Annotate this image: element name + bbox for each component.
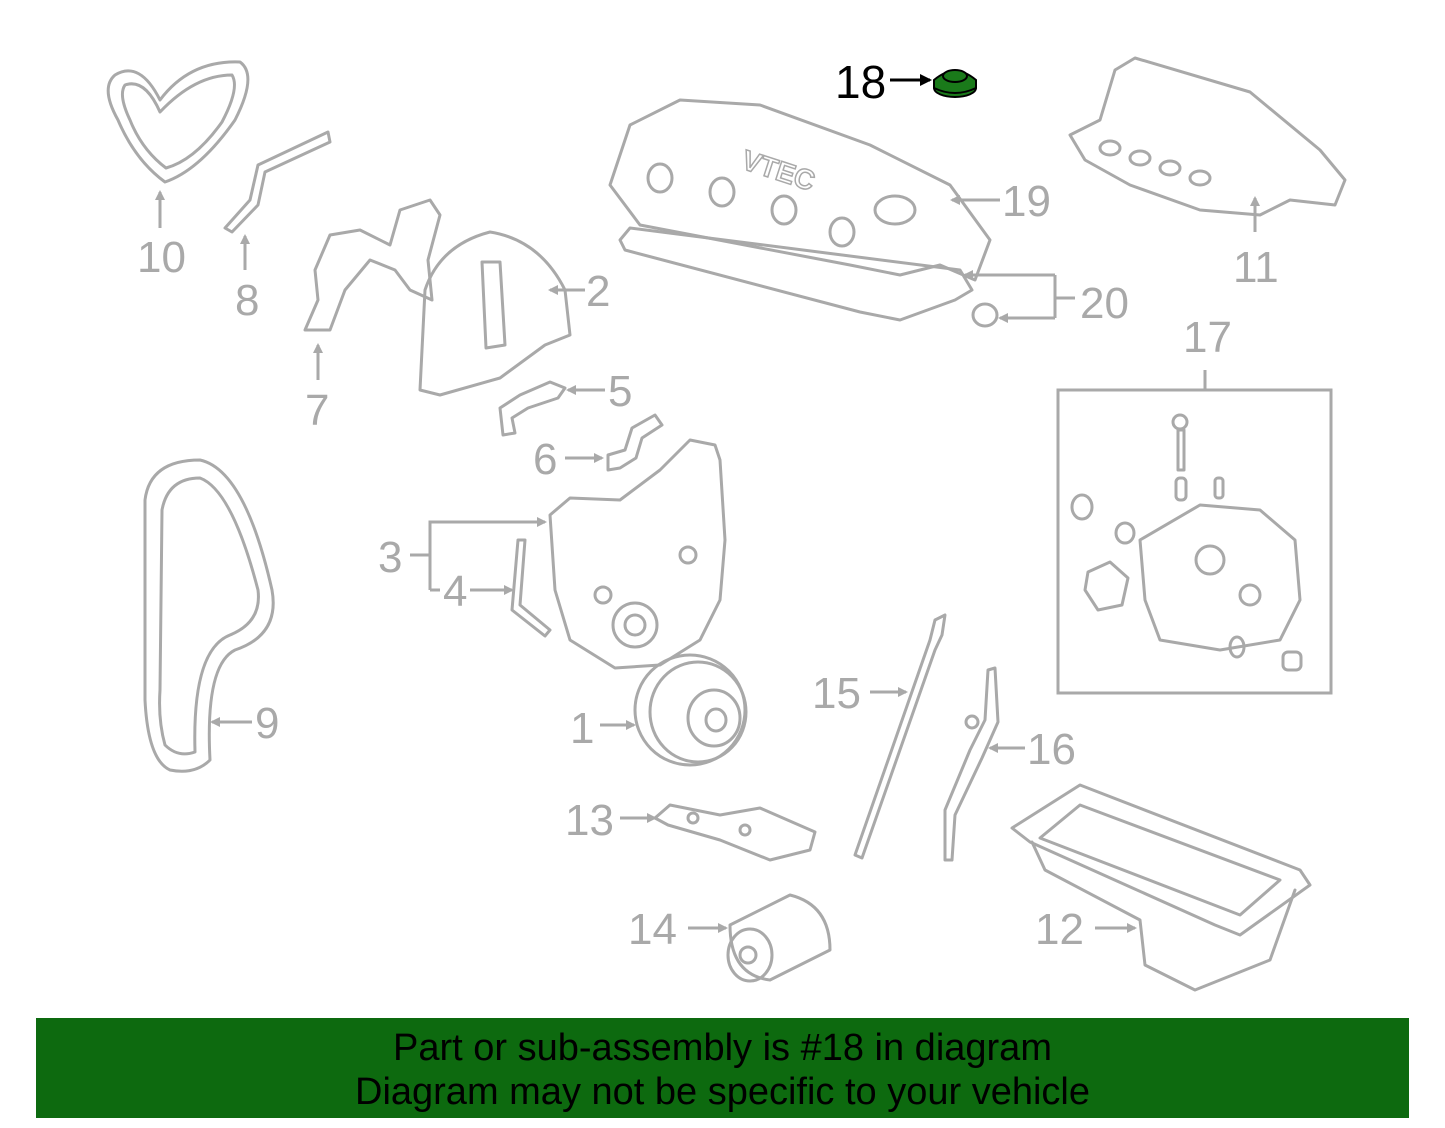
callout-15: 15: [812, 669, 861, 718]
part-7-back-cover[interactable]: [303, 198, 442, 332]
part-19-valve-cover[interactable]: VTEC: [608, 98, 992, 282]
callout-6: 6: [533, 435, 557, 484]
banner-line-1: Part or sub-assembly is #18 in diagram: [393, 1027, 1052, 1069]
part-17-oil-pump[interactable]: [1070, 413, 1303, 672]
part-13-bracket[interactable]: [653, 803, 817, 862]
callout-3: 3: [378, 533, 402, 582]
leader-3: [428, 517, 547, 590]
part-4-seal[interactable]: [510, 538, 552, 638]
callout-12: 12: [1035, 905, 1084, 954]
part-16-dipstick-tube[interactable]: [943, 666, 1000, 862]
part-9-belt[interactable]: [143, 458, 275, 773]
callout-2: 2: [586, 267, 610, 316]
part-3-lower-cover[interactable]: [548, 438, 727, 670]
callout-1: 1: [570, 704, 594, 753]
info-banner: Part or sub-assembly is #18 in diagram D…: [36, 1018, 1409, 1118]
callout-9: 9: [255, 699, 279, 748]
callout-14: 14: [628, 905, 677, 954]
callout-20: 20: [1080, 279, 1129, 328]
callout-18: 18: [835, 56, 886, 108]
part-5-seal[interactable]: [498, 380, 567, 437]
callout-13: 13: [565, 796, 614, 845]
part-14-oil-filter[interactable]: [726, 893, 832, 983]
part-10-belt[interactable]: [106, 60, 250, 184]
callout-4: 4: [443, 567, 467, 616]
part-1-pulley[interactable]: [633, 653, 748, 767]
valve-cover-logo: VTEC: [738, 144, 819, 197]
callout-8: 8: [235, 276, 259, 325]
callout-16: 16: [1027, 725, 1076, 774]
part-20-gasket[interactable]: [618, 226, 999, 328]
part-15-dipstick[interactable]: [853, 613, 947, 860]
part-8-seal[interactable]: [223, 130, 332, 234]
banner-line-2: Diagram may not be specific to your vehi…: [355, 1071, 1090, 1113]
part-11-intake-manifold[interactable]: [1068, 56, 1347, 217]
part-18-oil-filler-cap[interactable]: [933, 69, 977, 98]
callout-11: 11: [1233, 243, 1279, 292]
callout-17: 17: [1183, 313, 1232, 362]
part-17-box: [1056, 388, 1333, 695]
callout-10: 10: [137, 233, 186, 282]
callout-7: 7: [305, 386, 329, 435]
part-12-oil-pan[interactable]: [1010, 783, 1312, 992]
callout-5: 5: [608, 367, 632, 416]
part-2-upper-cover[interactable]: [418, 230, 572, 397]
parts-diagram: 10 8 7 2 5 6 3 4: [106, 56, 1347, 992]
callout-19: 19: [1002, 177, 1051, 226]
part-6-seal[interactable]: [606, 413, 664, 472]
